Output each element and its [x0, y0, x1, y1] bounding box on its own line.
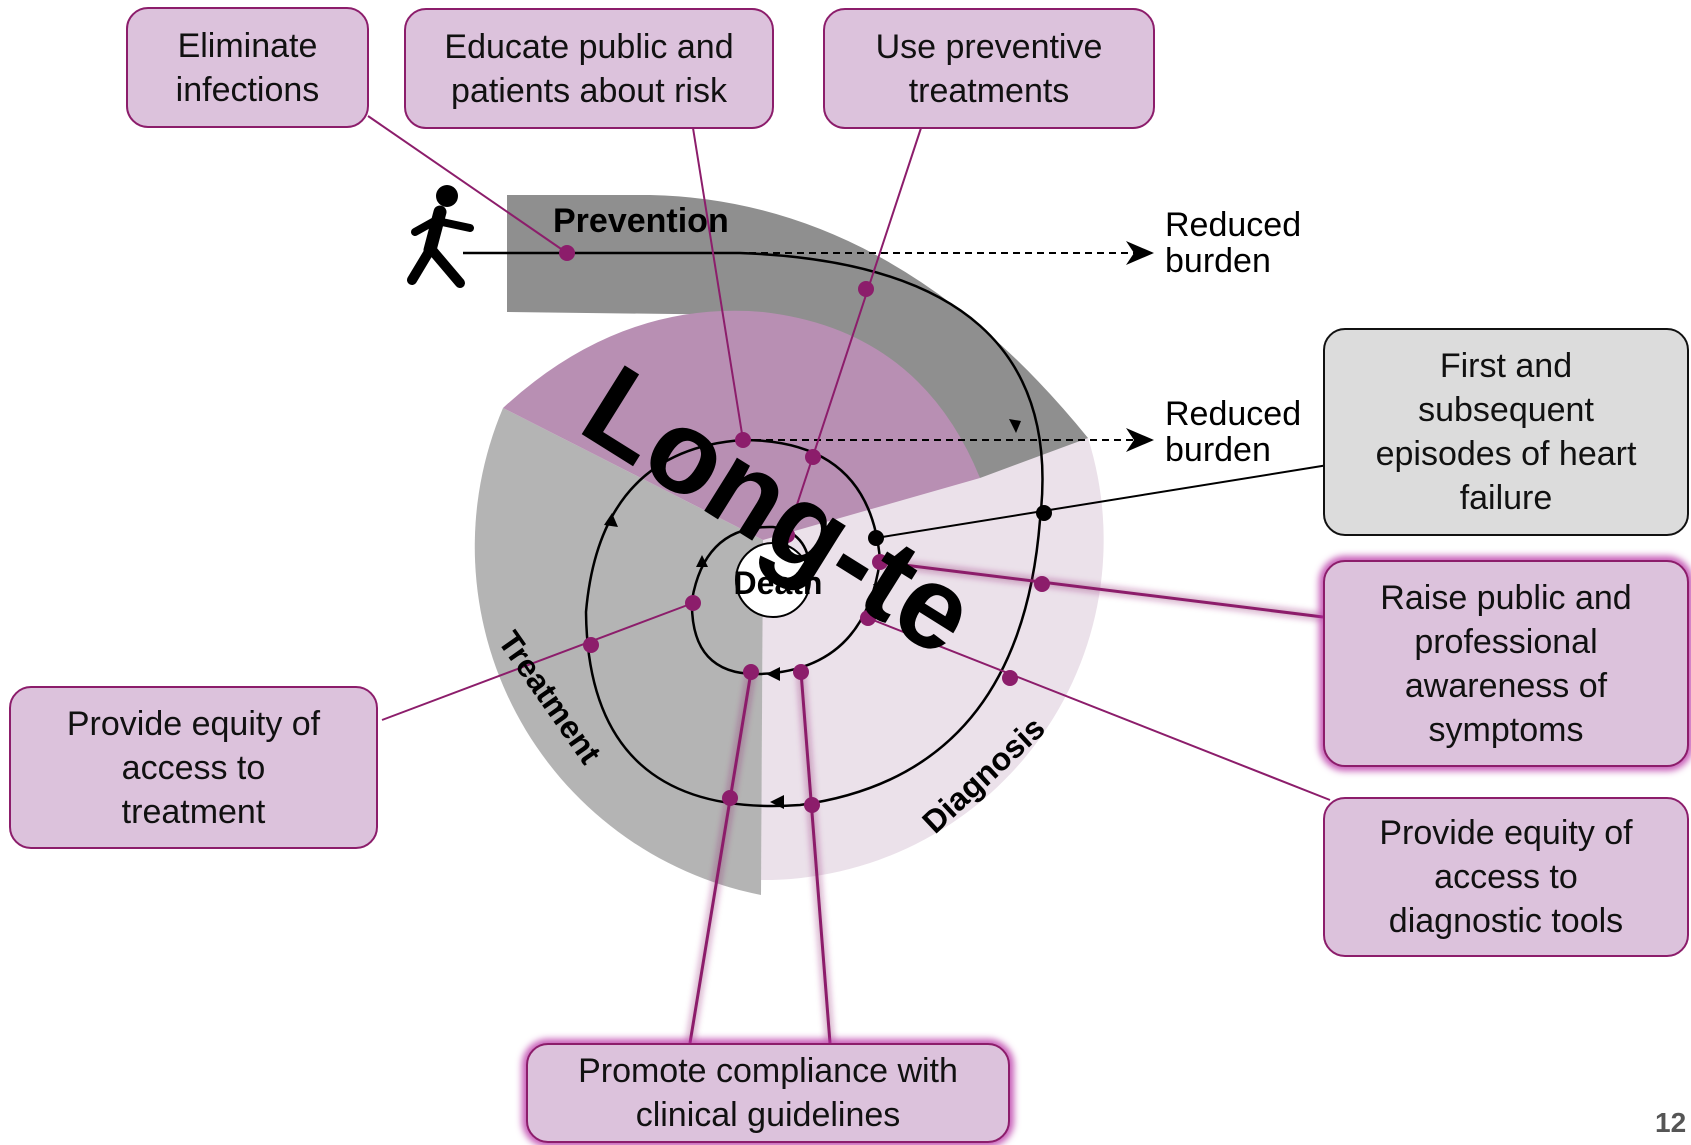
diagnosis-sector: [761, 438, 1104, 881]
highlighted-connectors: [688, 560, 1324, 1044]
death-circle: [735, 542, 811, 618]
spiral-arrow: [770, 795, 784, 809]
educate-public-box: Educate public and patients about risk: [404, 8, 774, 129]
walking-person-icon: [407, 185, 474, 288]
treatment-sector: [474, 408, 763, 895]
spiral-arrow: [696, 555, 708, 567]
treatment-access-box: Provide equity of access to treatment: [9, 686, 378, 849]
episode-point: [868, 530, 884, 546]
disease-trajectory-spiral: [463, 251, 1044, 808]
episodes-connector: [875, 464, 1329, 539]
spiral-arrow: [766, 667, 780, 681]
prevention-label: Prevention: [553, 202, 729, 240]
eliminate-infections-box: Eliminate infections: [126, 7, 369, 128]
prevention-sector: [507, 195, 1088, 478]
heart-failure-episodes-box: First and subsequent episodes of heart f…: [1323, 328, 1689, 536]
page-number: 12: [1655, 1107, 1687, 1138]
spiral-arrow: [873, 584, 887, 596]
spiral-arrow: [803, 567, 817, 579]
spiral-arrow: [1009, 419, 1021, 433]
reduced-burden-upper: Reduced burden: [1165, 206, 1302, 280]
compliance-box: Promote compliance with clinical guideli…: [526, 1043, 1010, 1143]
preventive-treatments-box: Use preventive treatments: [823, 8, 1155, 129]
reduced-burden-lower: Reduced burden: [1165, 395, 1302, 469]
raise-awareness-box: Raise public and professional awareness …: [1323, 560, 1689, 767]
intervention-points: [559, 245, 1050, 813]
spiral-arrow: [604, 513, 618, 527]
diagnostic-access-box: Provide equity of access to diagnostic t…: [1323, 797, 1689, 957]
connector-lines: [367, 115, 1331, 801]
death-label: Death: [734, 565, 823, 601]
episode-point: [1036, 505, 1052, 521]
